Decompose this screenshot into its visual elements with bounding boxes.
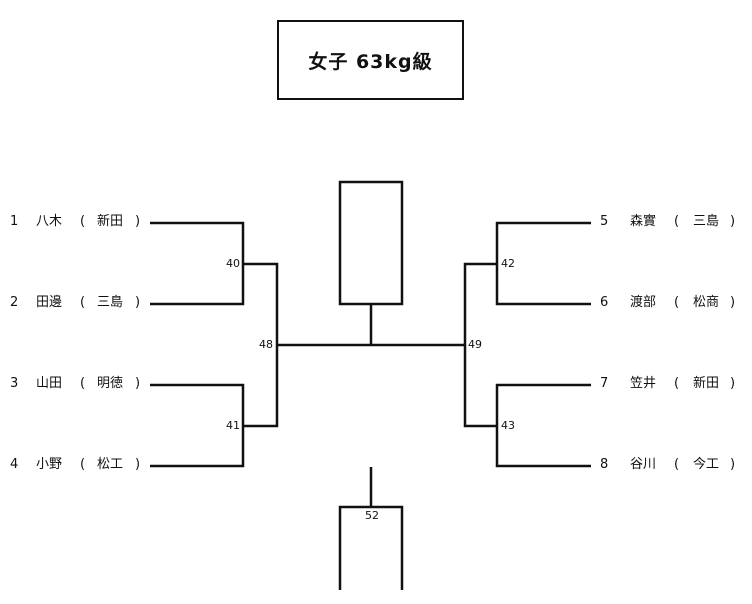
entry-team: 三島 (693, 214, 720, 229)
entry-team: 新田 (97, 214, 124, 229)
entry-4: 4 小野 ( 松工 ) (10, 457, 150, 473)
paren-open: ( (80, 214, 86, 229)
entry-seed: 6 (600, 295, 609, 310)
entry-seed: 3 (10, 376, 19, 391)
paren-open: ( (80, 295, 86, 310)
entry-2: 2 田邊 ( 三島 ) (10, 295, 150, 311)
match-number-52: 52 (365, 509, 379, 522)
entry-5: 5 森實 ( 三島 ) (600, 214, 745, 230)
entry-team: 明徳 (97, 376, 124, 391)
entry-team: 三島 (97, 295, 124, 310)
entry-name: 小野 (36, 457, 63, 472)
paren-open: ( (80, 457, 86, 472)
entry-name: 山田 (36, 376, 63, 391)
entry-name: 田邊 (36, 295, 63, 310)
paren-close: ) (135, 376, 141, 391)
entry-name: 笠井 (630, 376, 657, 391)
paren-close: ) (135, 295, 141, 310)
title-text: 女子 63kg級 (308, 50, 433, 73)
entry-seed: 2 (10, 295, 19, 310)
entry-6: 6 渡部 ( 松商 ) (600, 295, 745, 311)
paren-close: ) (730, 295, 736, 310)
match-number-48: 48 (259, 338, 273, 351)
match-number-49: 49 (468, 338, 482, 351)
entry-seed: 4 (10, 457, 19, 472)
entry-1: 1 八木 ( 新田 ) (10, 214, 150, 230)
paren-open: ( (674, 214, 680, 229)
entry-name: 森實 (630, 214, 657, 229)
entry-team: 新田 (693, 376, 720, 391)
winner-box (338, 180, 404, 306)
entry-seed: 7 (600, 376, 609, 391)
match-number-41: 41 (226, 419, 240, 432)
paren-close: ) (135, 214, 141, 229)
paren-close: ) (135, 457, 141, 472)
entry-8: 8 谷川 ( 今工 ) (600, 457, 745, 473)
paren-open: ( (674, 295, 680, 310)
entry-name: 渡部 (630, 295, 657, 310)
line-third-bracket (338, 505, 404, 590)
entry-name: 八木 (36, 214, 63, 229)
match-number-43: 43 (501, 419, 515, 432)
paren-open: ( (80, 376, 86, 391)
entry-seed: 5 (600, 214, 609, 229)
entry-seed: 1 (10, 214, 19, 229)
match-number-42: 42 (501, 257, 515, 270)
paren-open: ( (674, 376, 680, 391)
paren-close: ) (730, 376, 736, 391)
match-number-40: 40 (226, 257, 240, 270)
entry-team: 松商 (693, 295, 720, 310)
paren-close: ) (730, 457, 736, 472)
entry-3: 3 山田 ( 明徳 ) (10, 376, 150, 392)
entry-team: 今工 (693, 457, 720, 472)
entry-7: 7 笠井 ( 新田 ) (600, 376, 745, 392)
paren-close: ) (730, 214, 736, 229)
entry-seed: 8 (600, 457, 609, 472)
paren-open: ( (674, 457, 680, 472)
entry-name: 谷川 (630, 457, 657, 472)
entry-team: 松工 (97, 457, 124, 472)
bracket-title: 女子 63kg級 (277, 20, 464, 100)
